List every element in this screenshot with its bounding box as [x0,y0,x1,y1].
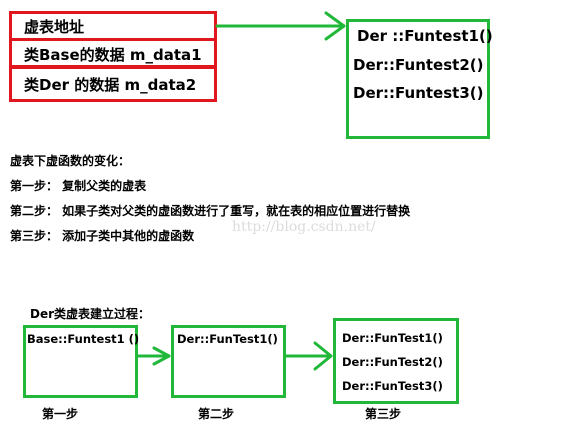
der-data-label: 类Der 的数据 m_data2 [24,76,197,94]
step-3-box [333,318,459,404]
step-1-text: 第一步： 复制父类的虚表 [10,179,147,193]
vtable-entry-3: Der::Funtest3() [353,84,484,102]
step-3-entry-1: Der::FunTest1() [342,331,443,345]
caption-step-3: 第三步 [365,407,402,421]
bottom-heading: Der类虚表建立过程： [30,307,151,321]
step-1-box [23,325,138,398]
step-2-box [171,325,286,398]
step-2-text: 第二步： 如果子类对父类的虚函数进行了重写，就在表的相应位置进行替换 [10,204,411,218]
step-2-entry-1: Der::FunTest1() [177,332,278,346]
step-3-entry-3: Der::FunTest3() [342,379,443,393]
vtable-entry-2: Der::Funtest2() [353,56,484,74]
watermark: http://blog.csdn.net/ [232,219,376,235]
base-data-label: 类Base的数据 m_data1 [24,46,202,64]
arrow-step1-to-step2 [136,346,171,366]
caption-step-1: 第一步 [42,407,79,421]
der-vtable-box [346,19,490,139]
step-3-entry-2: Der::FunTest2() [342,355,443,369]
step-3-text: 第三步： 添加子类中其他的虚函数 [10,229,195,243]
der-data-row [9,66,217,102]
vtable-entry-1: Der ::Funtest1() [357,27,493,45]
caption-step-2: 第二步 [198,407,235,421]
step-1-entry-1: Base::Funtest1 () [27,332,140,346]
vtable-pointer-label: 虚表地址 [24,18,85,36]
arrow-object-to-vtable [215,11,346,41]
notes-heading: 虚表下虚函数的变化： [10,154,131,168]
arrow-step2-to-step3 [284,341,333,371]
